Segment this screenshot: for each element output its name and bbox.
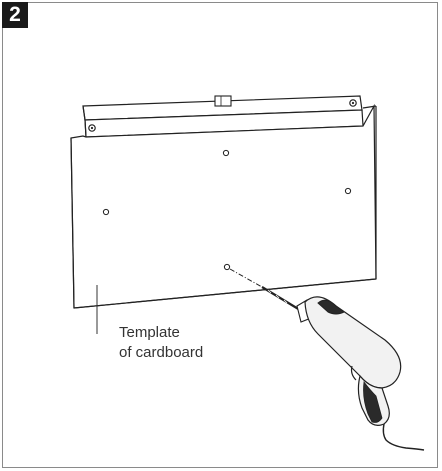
- drill-path-line: [229, 268, 263, 288]
- callout-line-2: of cardboard: [119, 344, 204, 361]
- template-hole-right: [344, 187, 352, 195]
- callout-line-1: Template: [119, 324, 180, 341]
- template-hole-bottom: [223, 263, 231, 271]
- power-drill-icon: [261, 286, 425, 451]
- template-callout-label: Template of cardboard: [119, 323, 203, 363]
- template-hole-left: [102, 208, 110, 216]
- cardboard-template: [70, 103, 377, 309]
- template-hole-top: [222, 149, 230, 157]
- step-number-badge: 2: [2, 2, 28, 28]
